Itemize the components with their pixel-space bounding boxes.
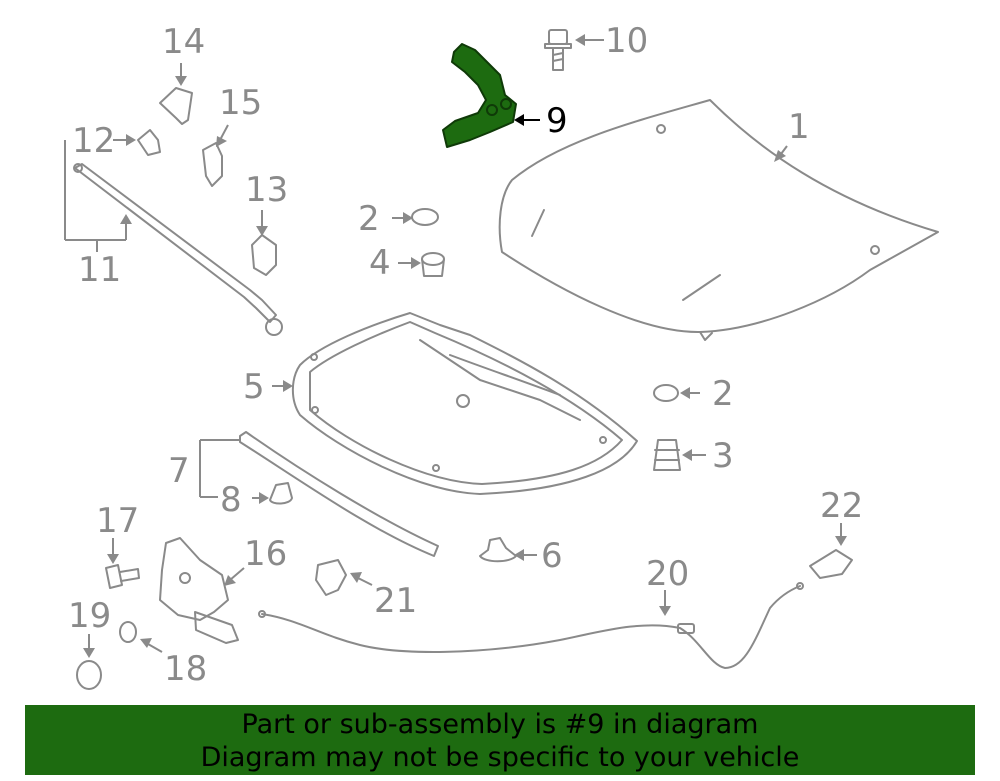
part-clamp-13[interactable] bbox=[251, 234, 277, 276]
callout-2a[interactable]: 2 bbox=[358, 199, 380, 239]
callout-18[interactable]: 18 bbox=[164, 649, 207, 689]
part-clip-15[interactable] bbox=[202, 142, 223, 187]
banner-line-disclaimer: Diagram may not be specific to your vehi… bbox=[200, 742, 800, 773]
callout-5[interactable]: 5 bbox=[243, 367, 265, 407]
part-hood-hinge-highlighted[interactable] bbox=[442, 43, 517, 148]
callout-21[interactable]: 21 bbox=[374, 581, 417, 621]
part-hood-insulator[interactable] bbox=[291, 312, 638, 495]
callout-14[interactable]: 14 bbox=[162, 22, 205, 62]
callout-10[interactable]: 10 bbox=[605, 21, 648, 61]
part-info-banner: Part or sub-assembly is #9 in diagram Di… bbox=[25, 705, 975, 775]
callout-7[interactable]: 7 bbox=[168, 451, 190, 491]
callout-19[interactable]: 19 bbox=[68, 596, 111, 636]
part-support-rod-11[interactable] bbox=[73, 163, 283, 336]
leader-lines bbox=[64, 34, 847, 658]
callout-9[interactable]: 9 bbox=[546, 101, 568, 141]
parts-diagram: 1 2 2 3 4 5 6 7 8 9 10 11 12 13 14 15 16… bbox=[64, 21, 939, 690]
part-lever-22[interactable] bbox=[809, 549, 853, 579]
callout-6[interactable]: 6 bbox=[541, 536, 563, 576]
part-release-cable-20[interactable] bbox=[258, 582, 804, 669]
part-hood-lock-16[interactable] bbox=[159, 537, 239, 644]
callout-20[interactable]: 20 bbox=[646, 554, 689, 594]
part-plug-19[interactable] bbox=[76, 660, 102, 690]
part-grommet-2b[interactable] bbox=[653, 384, 679, 402]
callout-labels: 1 2 2 3 4 5 6 7 8 9 10 11 12 13 14 15 16… bbox=[68, 21, 863, 689]
part-holder-12[interactable] bbox=[137, 129, 161, 156]
banner-line-part: Part or sub-assembly is #9 in diagram bbox=[241, 709, 759, 740]
callout-12[interactable]: 12 bbox=[72, 121, 115, 161]
callout-13[interactable]: 13 bbox=[245, 170, 288, 210]
part-clip-8[interactable] bbox=[269, 482, 293, 505]
part-clip-6[interactable] bbox=[479, 537, 517, 563]
part-bolt-17[interactable] bbox=[105, 564, 140, 589]
callout-16[interactable]: 16 bbox=[244, 534, 287, 574]
callout-11[interactable]: 11 bbox=[78, 250, 121, 290]
callout-15[interactable]: 15 bbox=[219, 83, 262, 123]
part-cushion-4[interactable] bbox=[421, 252, 445, 277]
part-stopper-3[interactable] bbox=[653, 439, 681, 471]
part-clip-21[interactable] bbox=[315, 559, 347, 596]
callout-22[interactable]: 22 bbox=[820, 486, 863, 526]
part-bolt-10[interactable] bbox=[544, 29, 572, 71]
callout-8[interactable]: 8 bbox=[220, 480, 242, 520]
callout-3[interactable]: 3 bbox=[712, 436, 734, 476]
callout-4[interactable]: 4 bbox=[369, 243, 391, 283]
part-grommet-2a[interactable] bbox=[411, 208, 439, 226]
part-holder-14[interactable] bbox=[159, 87, 193, 125]
callout-2b[interactable]: 2 bbox=[712, 374, 734, 414]
callout-1[interactable]: 1 bbox=[788, 107, 810, 147]
part-cushion-18[interactable] bbox=[119, 621, 137, 643]
part-hood[interactable] bbox=[498, 99, 939, 341]
callout-17[interactable]: 17 bbox=[96, 501, 139, 541]
part-weatherstrip-7[interactable] bbox=[239, 431, 439, 557]
